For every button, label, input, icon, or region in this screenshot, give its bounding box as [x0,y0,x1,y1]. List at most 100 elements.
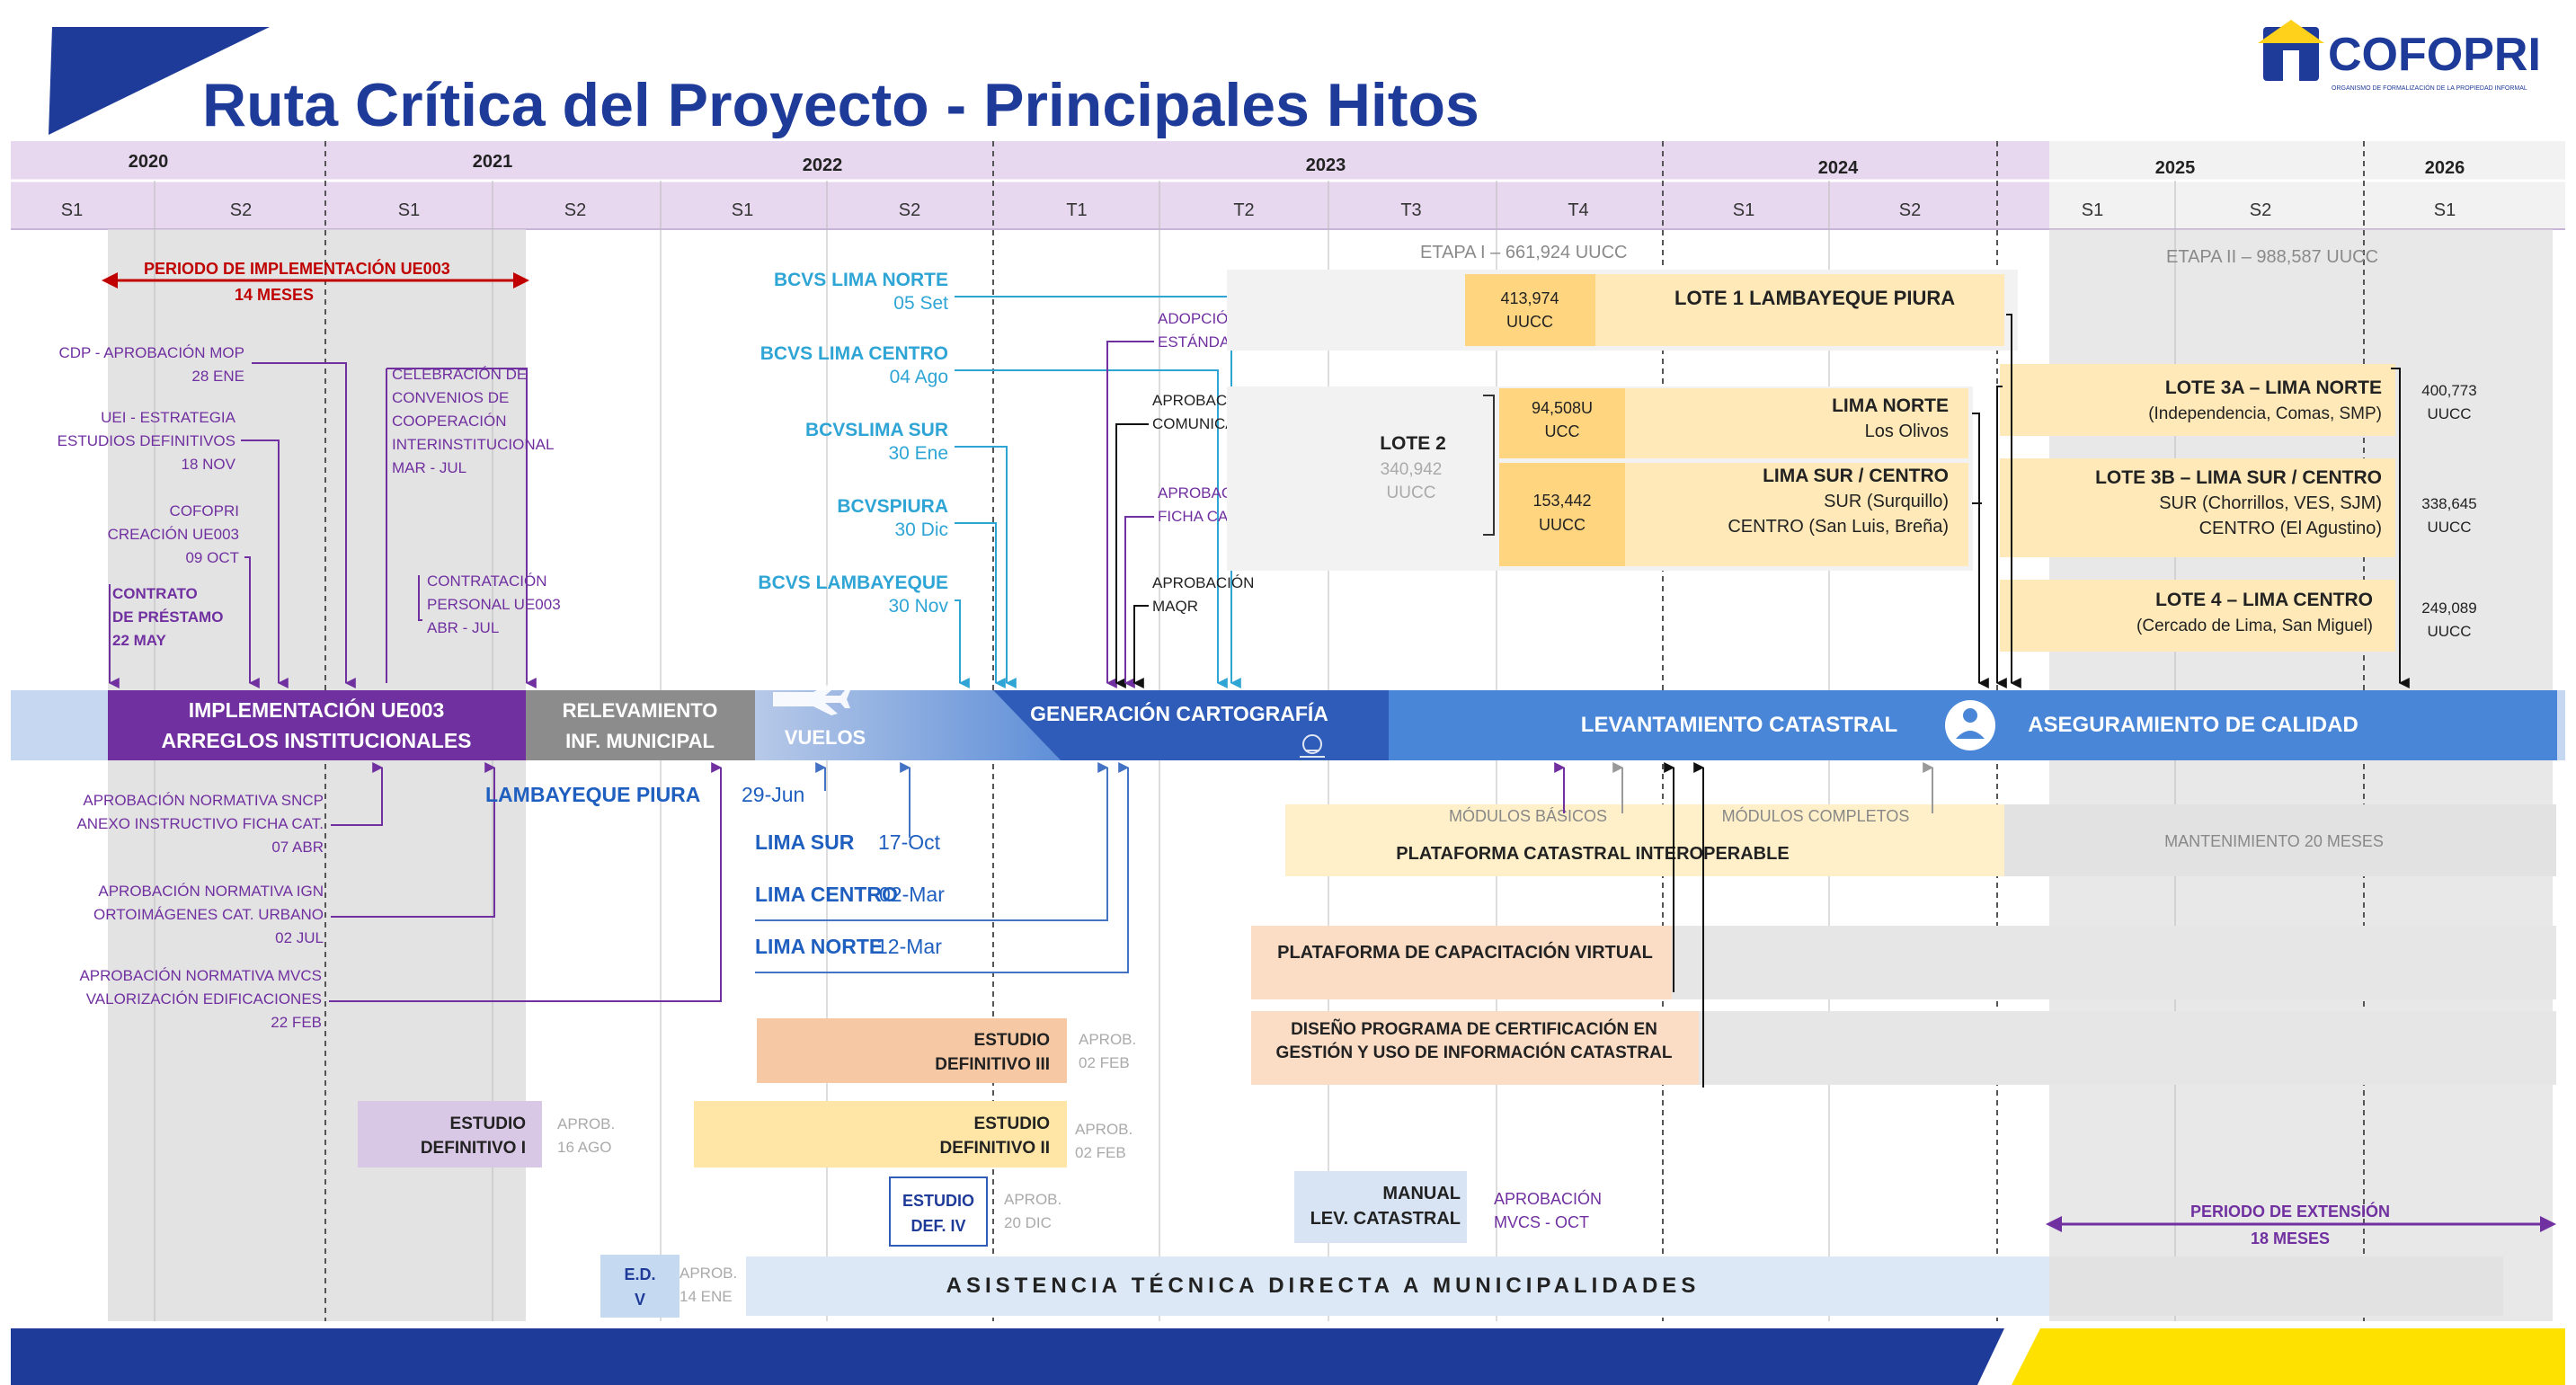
lote3a-unit: UUCC [2427,405,2471,422]
ed5-label: E.D. [624,1265,655,1283]
lote2-count: 340,942 [1381,460,1443,479]
snc-date: 07 ABR [271,839,324,856]
left-milestone-connectors [108,362,537,688]
uei-date: 18 NOV [182,456,236,473]
lote2b-label: LIMA SUR / CENTRO [1763,466,1949,486]
ed5-aprob: APROB. [680,1265,737,1282]
flight-date: 02-Mar [879,883,945,906]
lotes-area: 413,974 UUCC LOTE 1 LAMBAYEQUE PIURA LOT… [1227,270,2477,688]
lote2a-unit: UCC [1545,422,1580,440]
lote3a-label: LOTE 3A – LIMA NORTE [2165,377,2382,398]
period-label: S2 [2250,200,2271,220]
implementation-period-label: PERIODO DE IMPLEMENTACIÓN UE003 [144,259,450,278]
lote2-label: LOTE 2 [1380,433,1446,454]
ed3-box [757,1018,1067,1083]
cofopri-date: 09 OCT [185,549,239,566]
mvcs-label: APROBACIÓN NORMATIVA MVCS [79,967,322,984]
lote2a-count: 94,508U [1532,399,1593,417]
certificacion-label-2: GESTIÓN Y USO DE INFORMACIÓN CATASTRAL [1276,1043,1673,1062]
ed4-label: ESTUDIO [902,1192,974,1210]
ed5-aprob-date: 14 ENE [680,1288,733,1305]
extension-period-duration: 18 MESES [2251,1230,2330,1247]
extension-period-label: PERIODO DE EXTENSIÓN [2190,1202,2390,1221]
period-label: T1 [1066,200,1087,220]
approval-connectors [1106,341,1154,688]
manual-box [1294,1171,1467,1243]
relevamiento-label: RELEVAMIENTO [563,699,718,722]
flight-name: LIMA SUR [755,830,855,854]
asistencia-label: ASISTENCIA TÉCNICA DIRECTA A MUNICIPALID… [946,1273,1701,1298]
lote2a-label: LIMA NORTE [1832,395,1949,416]
flight-connectors [755,762,1130,973]
year-label: 2026 [2425,158,2465,178]
celebracion-label: CELEBRACIÓN DE [392,366,527,383]
lote3b-label: LOTE 3B – LIMA SUR / CENTRO [2095,467,2382,488]
contratacion-date: ABR - JUL [427,619,499,636]
bcvs-name: BCVS LAMBAYEQUE [758,573,948,593]
implementacion-block [108,690,526,760]
flight-name: LIMA NORTE [755,935,883,958]
period-label: S1 [398,200,420,220]
aseguramiento-label: ASEGURAMIENTO DE CALIDAD [2028,713,2358,737]
period-label: S1 [2082,200,2103,220]
platform-rows: MÓDULOS BÁSICOS MÓDULOS COMPLETOS PLATAF… [1251,804,2556,1085]
uei-label-2: ESTUDIOS DEFINITIVOS [58,432,235,449]
lote2b-count-box [1499,463,1625,566]
ed1-label-2: DEFINITIVO I [421,1139,526,1158]
airplane-icon [773,683,850,715]
year-label: 2020 [129,152,169,172]
lote4-label: LOTE 4 – LIMA CENTRO [2155,590,2373,610]
manual-aprob: APROBACIÓN [1494,1189,1602,1208]
lote2b-count: 153,442 [1532,492,1591,510]
footer-yellow-band [2012,1328,2565,1385]
bcvs-name: BCVS LIMA NORTE [774,270,948,290]
cofopri-label-2: CREACIÓN UE003 [108,526,239,543]
lote2b-box [1625,463,1968,566]
manual-aprob-date: MVCS - OCT [1494,1213,1589,1231]
lote4-box [2000,580,2395,652]
adopcion-label: ADOPCIÓN [1158,310,1239,327]
estudios-definitivos: ESTUDIO DEFINITIVO III APROB. 02 FEB EST… [358,1018,1136,1247]
snc-label: APROBACIÓN NORMATIVA SNCP [83,792,324,809]
period-label: T4 [1568,200,1588,220]
ed2-aprob: APROB. [1075,1121,1133,1138]
lote4-count: 249,089 [2421,599,2476,617]
ign-label: APROBACIÓN NORMATIVA IGN [98,883,324,900]
left-milestones: CDP - APROBACIÓN MOP 28 ENE UEI - ESTRAT… [58,344,561,649]
bcvs-date: 30 Nov [888,596,948,617]
cdp-date: 28 ENE [191,368,244,385]
ed2-box [694,1101,1067,1167]
bcvs-date: 05 Set [893,293,948,314]
bcvs-date: 30 Dic [894,519,948,540]
lote4-sublabel: (Cercado de Lima, San Miguel) [2136,617,2373,635]
ed2-label-2: DEFINITIVO II [940,1139,1050,1158]
implementation-period-duration: 14 MESES [235,286,314,304]
ign-date: 02 JUL [275,929,324,946]
manual-label: MANUAL [1382,1184,1461,1203]
lote2a-count-box [1499,388,1625,458]
capacitacion-label: PLATAFORMA DE CAPACITACIÓN VIRTUAL [1277,941,1653,963]
timeline-header: 2020 2021 2022 2023 2024 2025 2026 S1 S2… [11,141,2565,230]
celebracion-label-3: COOPERACIÓN [392,413,507,430]
ed3-aprob-date: 02 FEB [1079,1054,1130,1071]
lote2b-unit: UUCC [1539,516,1586,534]
flight-name: LIMA CENTRO [755,883,898,906]
contrato-date: 22 MAY [112,632,167,649]
ed3-aprob: APROB. [1079,1031,1136,1048]
contrato-label-2: DE PRÉSTAMO [112,608,223,626]
below-left-approvals: APROBACIÓN NORMATIVA SNCP ANEXO INSTRUCT… [76,792,324,1031]
ed1-aprob: APROB. [557,1115,615,1132]
celebracion-date: MAR - JUL [392,459,466,476]
period-label: S2 [1899,200,1921,220]
vuelos-label: VUELOS [785,726,866,749]
bcvs-name: BCVSLIMA SUR [805,420,948,440]
relevamiento-label-2: INF. MUNICIPAL [565,730,715,752]
lote3b-unit: UUCC [2427,519,2471,536]
period-label: S2 [564,200,586,220]
lote4-unit: UUCC [2427,623,2471,640]
ed4-box [889,1176,988,1247]
cofopri-label: COFOPRI [170,502,239,519]
period-label: S1 [732,200,753,220]
ign-label-2: ORTOIMÁGENES CAT. URBANO [93,906,324,923]
period-label: S2 [230,200,252,220]
